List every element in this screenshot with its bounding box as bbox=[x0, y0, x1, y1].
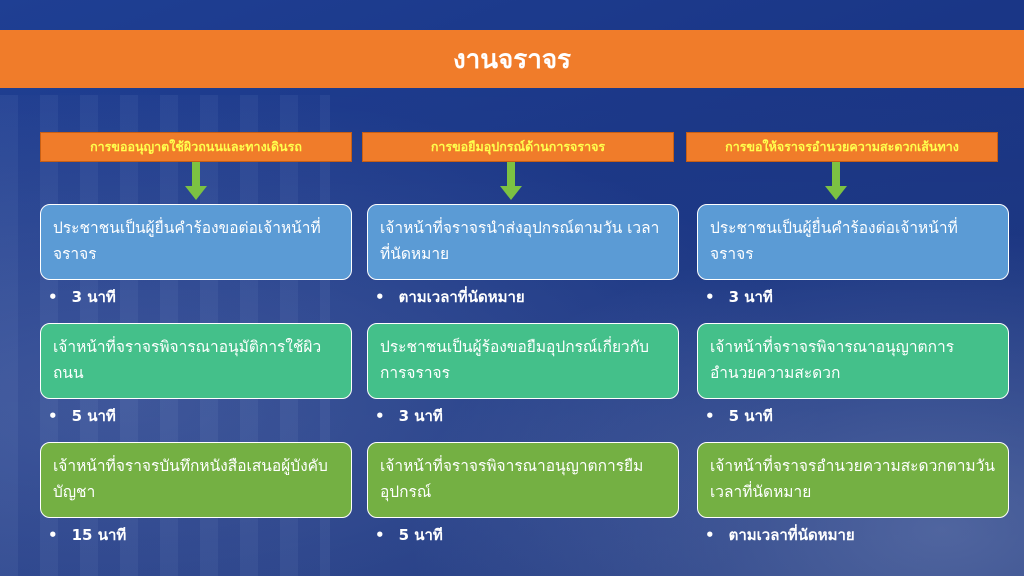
step-box: เจ้าหน้าที่จราจรพิจารณาอนุญาตการยืมอุปกร… bbox=[367, 442, 679, 518]
page-title: งานจราจร bbox=[452, 44, 572, 75]
step-box: เจ้าหน้าที่จราจรอำนวยความสะดวกตามวัน เวล… bbox=[697, 442, 1009, 518]
down-arrow-icon bbox=[825, 162, 847, 204]
step-box: เจ้าหน้าที่จราจรนำส่งอุปกรณ์ตามวัน เวลาท… bbox=[367, 204, 679, 280]
time-bullet: •3 นาที bbox=[48, 288, 116, 306]
column-header-equipment-loan: การขอยืมอุปกรณ์ด้านการจราจร bbox=[362, 132, 674, 162]
time-label: 3 นาที bbox=[398, 407, 443, 425]
step-box: เจ้าหน้าที่จราจรพิจารณาอนุมัติการใช้ผิวถ… bbox=[40, 323, 352, 399]
time-label: 3 นาที bbox=[728, 288, 773, 306]
column-header-traffic-assistance: การขอให้จราจรอำนวยความสะดวกเส้นทาง bbox=[686, 132, 998, 162]
time-bullet: •5 นาที bbox=[48, 407, 116, 425]
time-bullet: •ตามเวลาที่นัดหมาย bbox=[705, 526, 855, 544]
time-bullet: •ตามเวลาที่นัดหมาย bbox=[375, 288, 525, 306]
down-arrow-icon bbox=[185, 162, 207, 204]
time-bullet: •5 นาที bbox=[705, 407, 773, 425]
step-box: ประชาชนเป็นผู้ร้องขอยืมอุปกรณ์เกี่ยวกับก… bbox=[367, 323, 679, 399]
time-label: 3 นาที bbox=[71, 288, 116, 306]
time-bullet: •15 นาที bbox=[48, 526, 127, 544]
step-box: เจ้าหน้าที่จราจรพิจารณาอนุญาตการอำนวยควา… bbox=[697, 323, 1009, 399]
time-label: 15 นาที bbox=[71, 526, 127, 544]
time-label: ตามเวลาที่นัดหมาย bbox=[398, 288, 525, 306]
step-box: ประชาชนเป็นผู้ยื่นคำร้องต่อเจ้าหน้าที่จร… bbox=[697, 204, 1009, 280]
time-label: 5 นาที bbox=[728, 407, 773, 425]
time-bullet: •5 นาที bbox=[375, 526, 443, 544]
step-box: เจ้าหน้าที่จราจรบันทึกหนังสือเสนอผู้บังค… bbox=[40, 442, 352, 518]
time-bullet: •3 นาที bbox=[705, 288, 773, 306]
time-bullet: •3 นาที bbox=[375, 407, 443, 425]
step-box: ประชาชนเป็นผู้ยื่นคำร้องขอต่อเจ้าหน้าที่… bbox=[40, 204, 352, 280]
column-header-road-use: การขออนุญาตใช้ผิวถนนและทางเดินรถ bbox=[40, 132, 352, 162]
time-label: ตามเวลาที่นัดหมาย bbox=[728, 526, 855, 544]
down-arrow-icon bbox=[500, 162, 522, 204]
time-label: 5 นาที bbox=[398, 526, 443, 544]
title-bar: งานจราจร bbox=[0, 30, 1024, 88]
time-label: 5 นาที bbox=[71, 407, 116, 425]
